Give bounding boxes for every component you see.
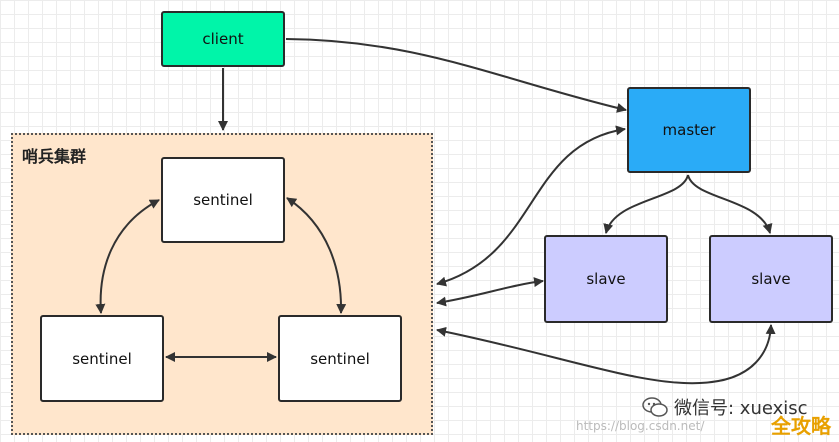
slave-node-1: slave	[544, 235, 668, 323]
watermark-url: https://blog.csdn.net/	[576, 419, 705, 433]
client-node: client	[161, 11, 285, 67]
edge-sentinel-top-right	[286, 197, 347, 314]
edge-cluster-slave2	[436, 324, 776, 385]
watermark-account: 微信号: xuexisc	[674, 398, 808, 419]
sentinel-node-right: sentinel	[278, 315, 402, 402]
sentinel-node-top: sentinel	[161, 157, 285, 243]
edge-cluster-slave1	[436, 277, 544, 307]
watermark-badge: 全攻略	[771, 414, 831, 438]
edge-client-to-master	[285, 38, 627, 113]
sentinel-node-left: sentinel	[40, 315, 164, 402]
edge-cluster-master	[436, 125, 626, 287]
edge-master-to-slave1	[603, 174, 689, 234]
edge-sentinel-top-left	[95, 199, 160, 314]
wechat-icon	[642, 397, 668, 417]
master-node: master	[627, 87, 751, 173]
slave-node-2: slave	[709, 235, 833, 323]
watermark: 微信号: xuexisc	[642, 394, 808, 420]
cluster-label: 哨兵集群	[22, 147, 87, 166]
edge-master-to-slave2	[687, 174, 773, 234]
